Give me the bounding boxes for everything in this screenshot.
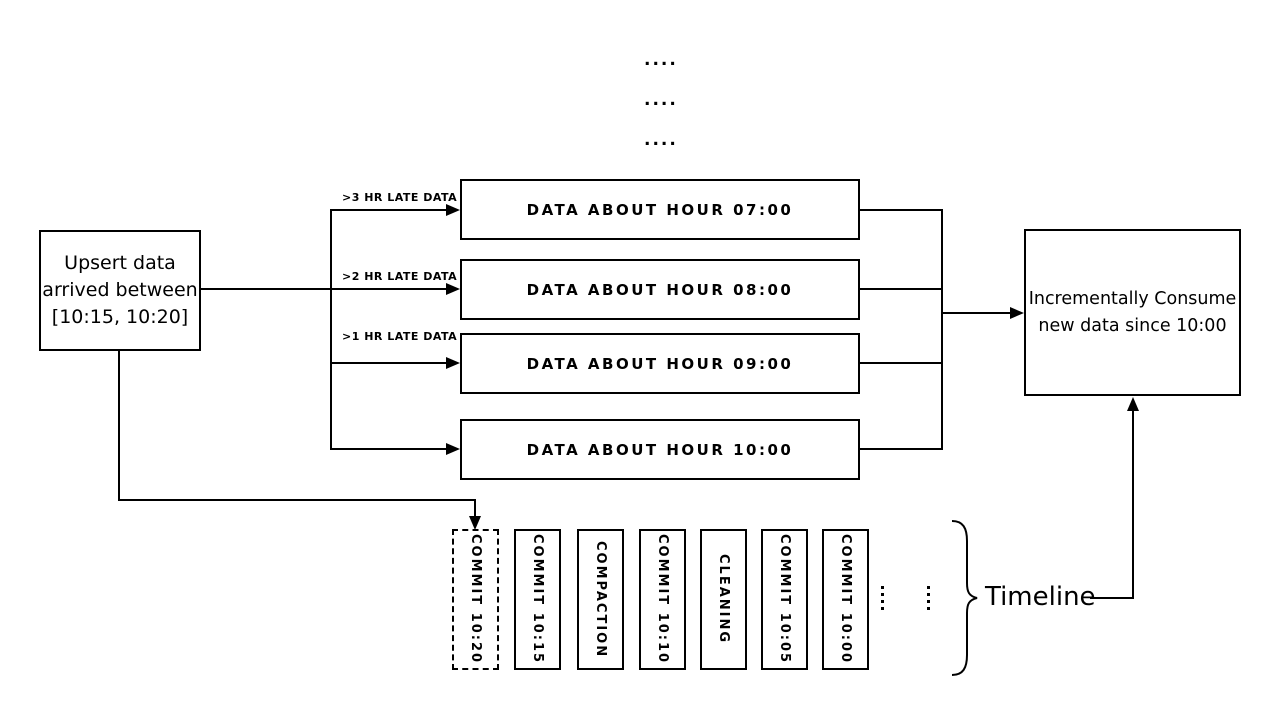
timeline-commit-1020: COMMIT 10:20 — [452, 529, 499, 670]
consume-box-line-1: Incrementally Consume — [1028, 288, 1237, 309]
upsert-to-commit-arrow — [118, 351, 481, 530]
timeline-commit-1005: COMMIT 10:05 — [761, 529, 808, 670]
timeline-label: Timeline — [985, 582, 1096, 612]
timeline-cleaning-label: CLEANING — [716, 554, 731, 645]
timeline-compaction-label: COMPACTION — [593, 540, 608, 659]
hour-box-0900-label: DATA ABOUT HOUR 09:00 — [526, 354, 794, 373]
ellipsis-top-row-2: .... — [644, 90, 678, 110]
upsert-to-bus-line — [200, 209, 332, 450]
timeline-brace — [951, 520, 978, 676]
timeline-commit-1010: COMMIT 10:10 — [639, 529, 686, 670]
timeline-compaction: COMPACTION — [577, 529, 624, 670]
hour-box-0700: DATA ABOUT HOUR 07:00 — [460, 179, 860, 240]
late-data-arrow-2hr — [331, 283, 460, 295]
timeline-commit-1010-label: COMMIT 10:10 — [655, 534, 670, 665]
vertical-ellipsis-icon — [927, 586, 930, 589]
late-data-label-1hr: >1 HR LATE DATA — [342, 330, 458, 343]
timeline-commit-1015-label: COMMIT 10:15 — [530, 534, 545, 665]
late-data-arrow-1hr — [331, 357, 460, 369]
timeline-cleaning: CLEANING — [700, 529, 747, 670]
ellipsis-top-row-3: .... — [644, 130, 678, 150]
upsert-box-line-2: arrived between — [42, 279, 198, 301]
upsert-box: Upsert data arrived between [10:15, 10:2… — [39, 230, 201, 351]
hour-box-0900: DATA ABOUT HOUR 09:00 — [460, 333, 860, 394]
timeline-commit-1000: COMMIT 10:00 — [822, 529, 869, 670]
timeline-commit-1015: COMMIT 10:15 — [514, 529, 561, 670]
bus-to-consume-arrow — [942, 307, 1024, 319]
ellipsis-top-row-1: .... — [644, 50, 678, 70]
timeline-commit-1020-label: COMMIT 10:20 — [468, 534, 483, 665]
hour-box-0700-label: DATA ABOUT HOUR 07:00 — [526, 200, 794, 219]
late-data-arrow-3hr — [331, 204, 460, 216]
hour-boxes-to-bus-lines — [860, 209, 943, 450]
hour-box-1000: DATA ABOUT HOUR 10:00 — [460, 419, 860, 480]
hour-box-0800: DATA ABOUT HOUR 08:00 — [460, 259, 860, 320]
late-data-arrow-current — [331, 443, 460, 455]
consume-box-line-2: new data since 10:00 — [1038, 315, 1227, 336]
timeline-commit-1000-label: COMMIT 10:00 — [838, 534, 853, 665]
timeline-to-consume-arrow — [1090, 397, 1139, 599]
late-data-label-2hr: >2 HR LATE DATA — [342, 270, 458, 283]
late-data-label-3hr: >3 HR LATE DATA — [342, 191, 458, 204]
hour-box-1000-label: DATA ABOUT HOUR 10:00 — [526, 440, 794, 459]
timeline-commit-1005-label: COMMIT 10:05 — [777, 534, 792, 665]
hour-box-0800-label: DATA ABOUT HOUR 08:00 — [526, 280, 794, 299]
consume-box: Incrementally Consume new data since 10:… — [1024, 229, 1241, 396]
upsert-box-line-1: Upsert data — [64, 252, 176, 274]
vertical-ellipsis-icon — [881, 586, 884, 589]
upsert-box-line-3: [10:15, 10:20] — [51, 306, 189, 328]
